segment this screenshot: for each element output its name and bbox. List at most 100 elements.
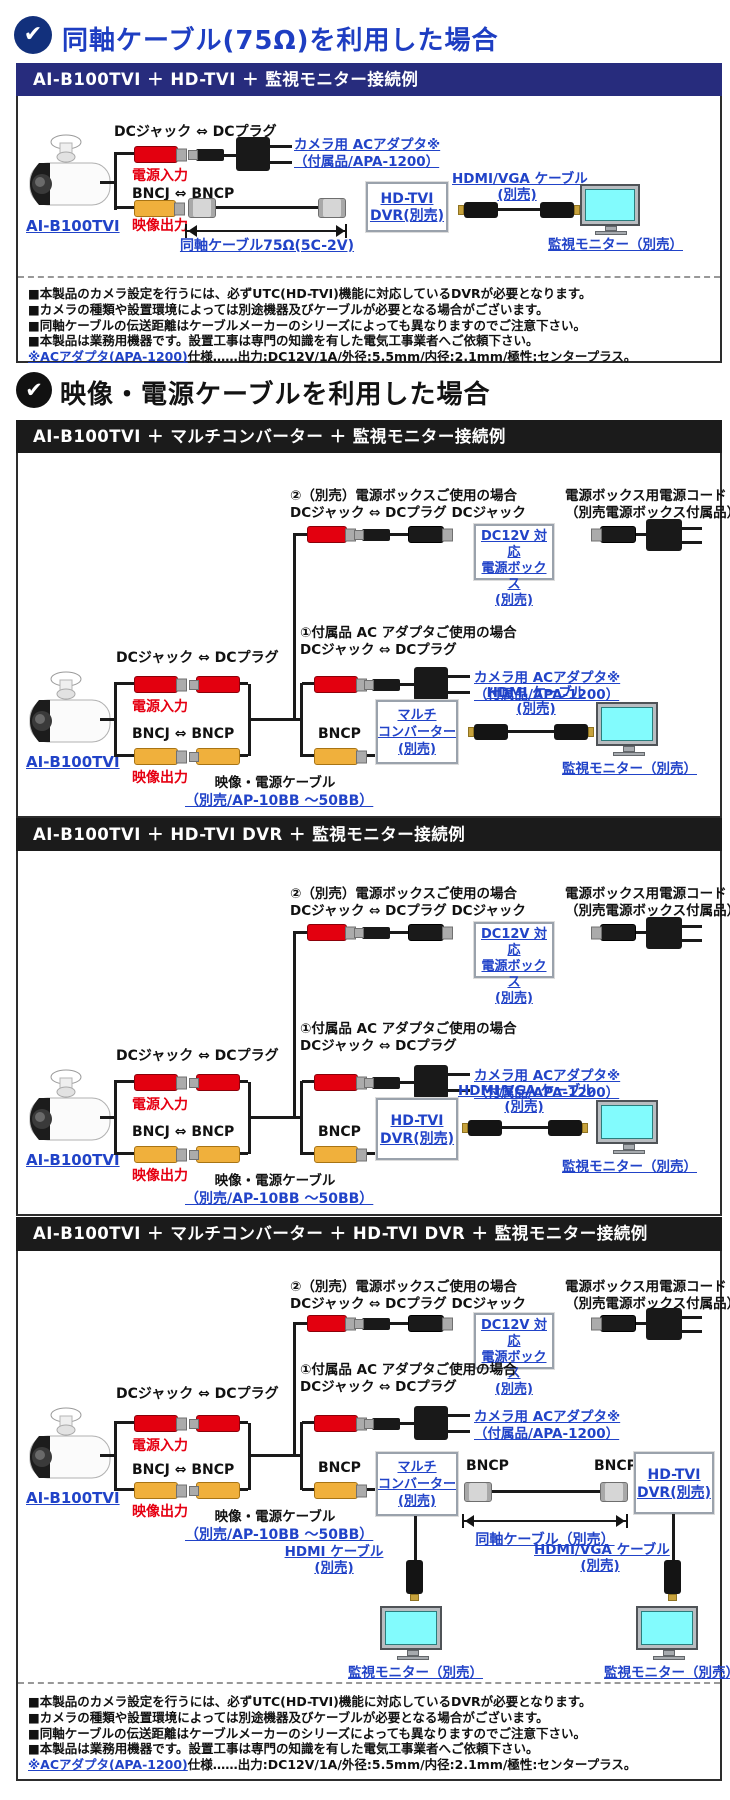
hdtvi-dvr-link[interactable]: HD-TVI [390,1113,444,1129]
hdtvi-dvr-link2[interactable]: DVR(別売) [369,208,445,224]
camera-ac-adapter-link2[interactable]: （付属品/APA-1200） [474,1085,620,1101]
dc12v-powerbox-link2[interactable]: 電源ボックス [481,959,547,990]
wire [114,1152,134,1155]
dc12v-powerbox-link[interactable]: DC12V 対応 [480,529,547,560]
monitor-link[interactable]: 監視モニター（別売） [562,1159,697,1175]
dc-jack-red [307,526,347,543]
note-line: ■本製品は業務用機器です。設置工事は専門の知識を有した電気工事業者へご依頼下さい… [28,1741,539,1757]
dc-plug-red [196,676,240,693]
adapter-prong [270,145,292,148]
ac-adapter-spec-link[interactable]: ※ACアダプタ(APA-1200) [28,349,188,365]
hdtvi-dvr-link2[interactable]: DVR(別売) [379,1131,455,1147]
ac-adapter-spec-text: 仕様……出力:DC12V/1A/外径:5.5mm/内径:2.1mm/極性:センタ… [187,1757,637,1773]
dc12v-powerbox-link2[interactable]: 電源ボックス [481,561,547,592]
camera-ac-adapter-link[interactable]: カメラ用 ACアダプタ※ [474,1409,621,1425]
multi-converter-sold[interactable]: (別売) [398,742,436,757]
camera-model-link[interactable]: AI-B100TVI [26,217,120,235]
dc-plug-black [196,149,224,161]
wire [367,1488,376,1491]
hdmi-vga-cable-sold[interactable]: (別売) [580,1558,620,1574]
dc-jack-red [314,1074,358,1091]
monitor-base [613,752,645,756]
av-power-cable-link[interactable]: （別売/AP-10BB ～50BB） [185,1527,374,1543]
arrow-right-icon [336,225,345,237]
monitor-link[interactable]: 監視モニター（別売） [548,237,683,253]
bnc-jack-yellow [134,200,176,217]
hdtvi-dvr-link[interactable]: HD-TVI [380,191,434,207]
bar-s4-title: AI-B100TVI ＋ マルチコンバーター ＋ HD-TVI DVR ＋ 監視… [16,1217,722,1251]
wire [390,533,408,536]
hdtvi-dvr-link[interactable]: HD-TVI [647,1467,701,1483]
case1-label: ①付属品 AC アダプタご使用の場合 [300,625,517,641]
hdmi-cable-vertical [672,1514,675,1560]
power-wall-plug [646,917,682,949]
adapter-prong [448,1089,470,1092]
ac-adapter-spec-link[interactable]: ※ACアダプタ(APA-1200) [28,1757,188,1773]
hdmi-plug [464,202,498,218]
av-power-cable-link[interactable]: （別売/AP-10BB ～50BB） [185,1191,374,1207]
multi-converter-link2[interactable]: コンバーター [378,1477,457,1492]
power-input-label: 電源入力 [132,1097,188,1113]
dc12v-powerbox-sold[interactable]: (別売) [495,991,533,1006]
hdtvi-dvr-link2[interactable]: DVR(別売) [636,1485,712,1501]
hdmi-vga-cable-link[interactable]: HDMI/VGA ケーブル [458,1083,594,1099]
hdmi-cable-sold[interactable]: (別売) [314,1560,354,1576]
dc12v-powerbox-sold[interactable]: (別売) [495,1382,533,1397]
camera-illustration [29,134,111,206]
ac-adapter-spec-text: 仕様……出力:DC12V/1A/外径:5.5mm/内径:2.1mm/極性:センタ… [187,349,637,365]
dc-plug-red [196,1415,240,1432]
wire [300,683,303,757]
dc12v-powerbox-link[interactable]: DC12V 対応 [480,927,547,958]
note-line: ■同軸ケーブルの伝送距離はケーブルメーカーのシリーズによっても異なりますのでご注… [28,1725,587,1741]
hdmi-cable-link[interactable]: HDMI ケーブル [486,685,586,701]
monitor-link[interactable]: 監視モニター（別売） [348,1665,483,1681]
coax-cable-sold-link[interactable]: 同軸ケーブル（別売） [475,1532,615,1548]
coax-plug [464,1482,492,1502]
wire [300,1081,303,1155]
hdmi-cable-sold[interactable]: (別売) [516,701,556,717]
camera-model-link[interactable]: AI-B100TVI [26,1151,120,1169]
multi-converter-link[interactable]: マルチ [397,1460,437,1475]
arrow-left-icon [465,1515,474,1527]
camera-ac-adapter-link2[interactable]: （付属品/APA-1200） [474,1426,620,1442]
monitor-stand [605,226,617,231]
hdmi-vga-cable-sold[interactable]: (別売) [504,1099,544,1115]
camera-ac-adapter-link[interactable]: カメラ用 ACアダプタ※ [474,670,621,686]
bnc-plug-yellow [314,1482,358,1499]
av-power-cable-link[interactable]: （別売/AP-10BB ～50BB） [185,793,374,809]
wire [100,718,116,721]
hdmi-cable [502,1126,548,1129]
note-line: ■本製品は業務用機器です。設置工事は専門の知識を有した電気工事業者へご依頼下さい… [28,333,539,349]
dc12v-powerbox-link2[interactable]: 電源ボックス [481,1350,547,1381]
camera-model-link[interactable]: AI-B100TVI [26,753,120,771]
hdmi-vga-cable-sold[interactable]: (別売) [497,187,537,203]
coax75-cable-link[interactable]: 同軸ケーブル75Ω(5C-2V) [179,238,355,254]
wire [293,931,307,934]
camera-ac-adapter-link2[interactable]: （付属品/APA-1200） [294,154,440,170]
video-output-label: 映像出力 [132,1504,188,1520]
camera-ac-adapter-link2[interactable]: （付属品/APA-1200） [474,687,620,703]
camera-ac-adapter-link[interactable]: カメラ用 ACアダプタ※ [474,1068,621,1084]
hdmi-plug-tip [582,1123,588,1133]
dc12v-powerbox-sold[interactable]: (別売) [495,593,533,608]
cord-plug-black [600,526,636,543]
hdtvi-dvr-box: HD-TVI DVR(別売) [634,1452,714,1514]
monitor-link[interactable]: 監視モニター（別売） [604,1665,730,1681]
camera-model-link[interactable]: AI-B100TVI [26,1489,120,1507]
wire [293,533,307,536]
monitor-stand [623,1144,635,1150]
camera-ac-adapter-link[interactable]: カメラ用 ACアダプタ※ [294,137,441,153]
monitor-link[interactable]: 監視モニター（別売） [562,761,697,777]
hdmi-vga-cable-link[interactable]: HDMI/VGA ケーブル [452,171,588,187]
hdmi-vga-cable-link[interactable]: HDMI/VGA ケーブル [534,1542,670,1558]
hdmi-cable-link[interactable]: HDMI ケーブル [284,1544,384,1560]
dc12v-powerbox: DC12V 対応 電源ボックス (別売) [474,922,554,1006]
multi-converter-link[interactable]: マルチ [397,708,437,723]
multi-converter-link2[interactable]: コンバーター [378,725,457,740]
multi-converter-sold[interactable]: (別売) [398,1494,436,1509]
dc-plug-red [196,1074,240,1091]
wire [100,1116,116,1119]
dc12v-powerbox-link[interactable]: DC12V 対応 [480,1318,547,1349]
wire [302,754,314,757]
